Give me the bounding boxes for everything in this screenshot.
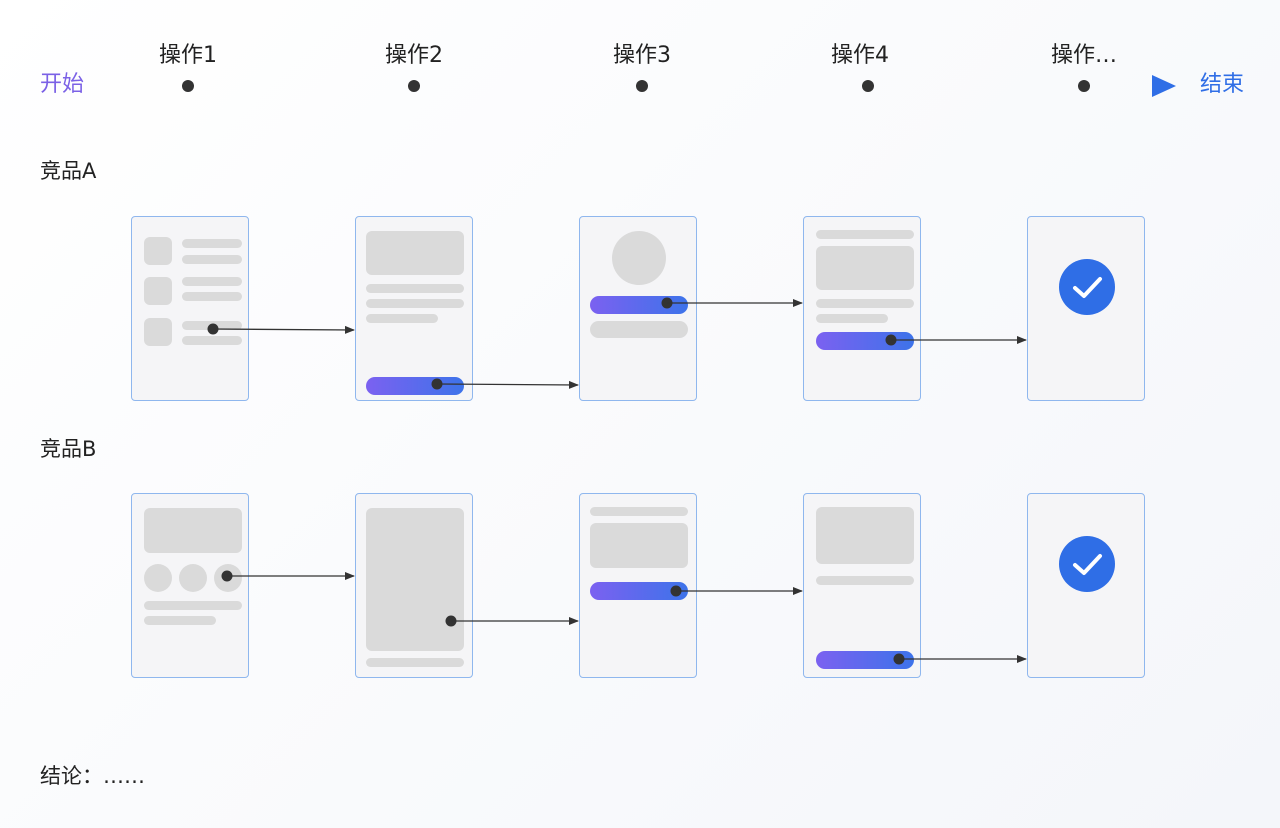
text-line xyxy=(366,658,464,667)
text-line xyxy=(182,336,242,345)
timeline-dot-3 xyxy=(636,80,648,92)
timeline-start-label: 开始 xyxy=(40,72,85,97)
timeline-dot-4 xyxy=(862,80,874,92)
text-line xyxy=(182,292,242,301)
image-block xyxy=(590,523,688,568)
text-line xyxy=(816,576,914,585)
screen-a-4 xyxy=(803,216,921,401)
conclusion-text: 结论：…… xyxy=(40,764,145,788)
text-line xyxy=(144,616,216,625)
check-circle-icon xyxy=(1059,259,1115,315)
screen-b-5-success xyxy=(1027,493,1145,678)
timeline-dot-2 xyxy=(408,80,420,92)
text-line xyxy=(816,314,888,323)
timeline-step-label-2: 操作2 xyxy=(385,43,443,68)
timeline-step-label-more: 操作… xyxy=(1050,43,1118,68)
text-line xyxy=(366,314,438,323)
option-circle xyxy=(214,564,242,592)
text-line xyxy=(182,239,242,248)
row-title-a: 竞品A xyxy=(40,159,97,183)
primary-button xyxy=(590,296,688,314)
text-line xyxy=(816,230,914,239)
primary-button xyxy=(816,651,914,669)
screen-a-5-success xyxy=(1027,216,1145,401)
option-circle xyxy=(144,564,172,592)
image-block xyxy=(366,231,464,275)
timeline-dot-5 xyxy=(1078,80,1090,92)
primary-button xyxy=(816,332,914,350)
image-block xyxy=(816,246,914,290)
timeline-step-label-3: 操作3 xyxy=(613,43,671,68)
image-block xyxy=(366,508,464,651)
timeline-step-label-1: 操作1 xyxy=(159,43,217,68)
text-line xyxy=(182,255,242,264)
timeline-dot-1 xyxy=(182,80,194,92)
image-block xyxy=(816,507,914,564)
avatar xyxy=(612,231,666,285)
text-line xyxy=(816,299,914,308)
thumbnail xyxy=(144,277,172,305)
text-line xyxy=(182,321,242,330)
screen-b-4 xyxy=(803,493,921,678)
text-line xyxy=(590,507,688,516)
timeline-axis xyxy=(120,75,1176,97)
thumbnail xyxy=(144,318,172,346)
screen-b-2 xyxy=(355,493,473,678)
timeline-step-label-4: 操作4 xyxy=(831,43,889,68)
text-line xyxy=(182,277,242,286)
thumbnail xyxy=(144,237,172,265)
text-line xyxy=(366,284,464,293)
text-line xyxy=(144,601,242,610)
primary-button xyxy=(366,377,464,395)
timeline-end-label: 结束 xyxy=(1200,72,1245,97)
screen-a-3 xyxy=(579,216,697,401)
check-circle-icon xyxy=(1059,536,1115,592)
screen-b-3 xyxy=(579,493,697,678)
image-block xyxy=(144,508,242,553)
screen-b-1 xyxy=(131,493,249,678)
option-circle xyxy=(179,564,207,592)
screen-a-1 xyxy=(131,216,249,401)
secondary-button xyxy=(590,321,688,338)
timeline-arrow-head-icon xyxy=(1152,75,1176,97)
screen-a-2 xyxy=(355,216,473,401)
primary-button xyxy=(590,582,688,600)
text-line xyxy=(366,299,464,308)
row-title-b: 竞品B xyxy=(40,437,97,461)
